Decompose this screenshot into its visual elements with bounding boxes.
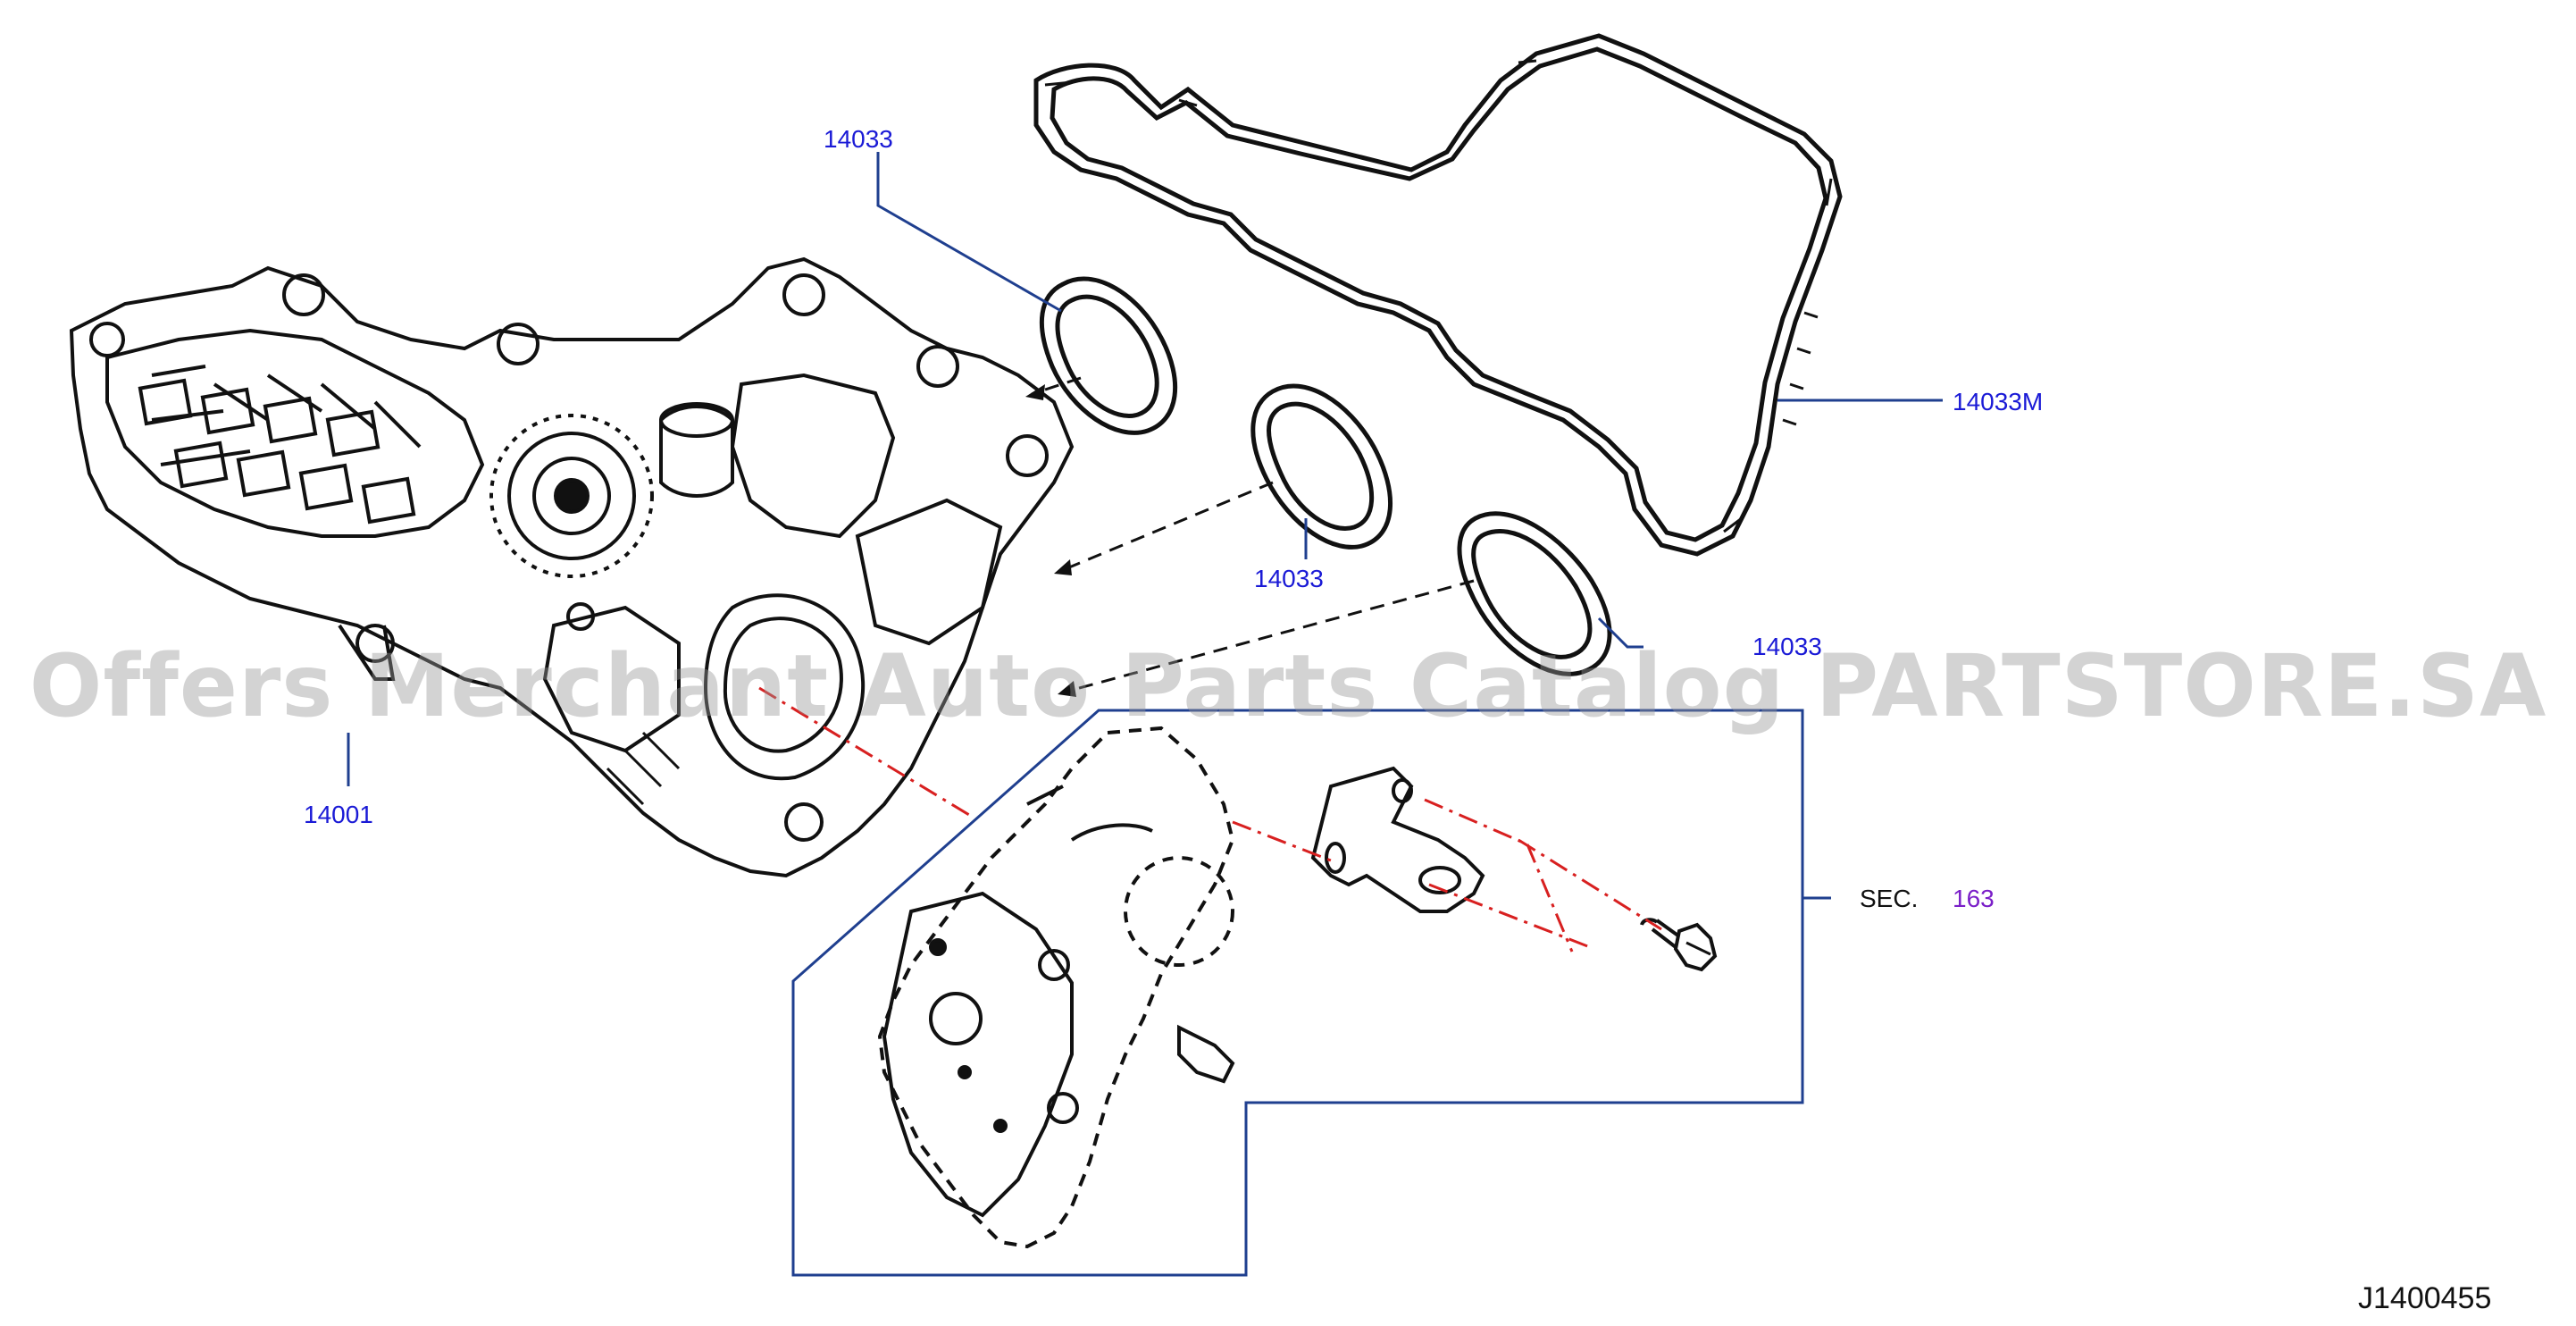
callout-14033-middle[interactable]: 14033 (1254, 565, 1324, 592)
gasket-lower[interactable] (1457, 511, 1612, 676)
section-ref-number[interactable]: 163 (1953, 885, 1995, 912)
section-ref-prefix: SEC. (1860, 885, 1919, 912)
gasket-middle[interactable] (1250, 383, 1393, 550)
hidden-lines (758, 686, 1662, 953)
bracket[interactable] (1310, 766, 1485, 913)
diagram-id: J1400455 (2358, 1281, 2492, 1315)
callout-14001[interactable]: 14001 (304, 801, 373, 828)
intake-manifold[interactable] (69, 256, 1075, 878)
gasket-upper[interactable] (1039, 276, 1178, 435)
callout-14033m[interactable]: 14033M (1953, 388, 2044, 415)
callout-14033-upper[interactable]: 14033 (824, 125, 893, 153)
bolt[interactable] (1640, 918, 1718, 972)
installation-arrows (1031, 376, 1475, 694)
leader-lines (347, 152, 1943, 900)
section-163-outline (791, 709, 1804, 1277)
callout-14033-lower[interactable]: 14033 (1752, 633, 1822, 660)
arrow-heads (1025, 384, 1076, 697)
throttle-body[interactable] (877, 726, 1235, 1249)
gasket-set-outline[interactable] (1033, 33, 1843, 557)
